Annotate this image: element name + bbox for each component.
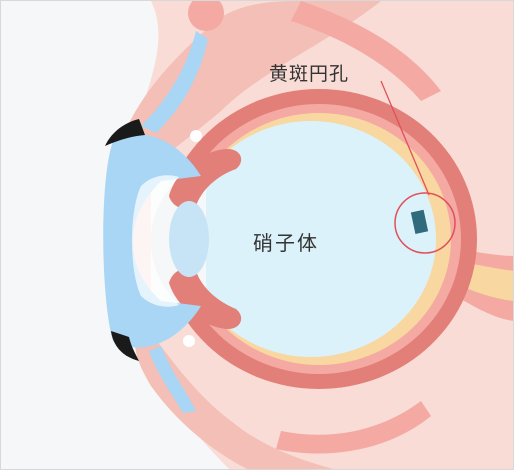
lens [169,201,209,277]
superior-muscle [291,1,441,101]
cornea [103,134,201,348]
lacrimal-gland [188,1,224,31]
upper-eyelash [105,119,145,146]
iris-upper [169,148,242,209]
macular-hole-label: 黄斑円孔 [269,63,350,85]
macular-hole-callout [394,192,456,254]
upper-conjunctiva [141,31,208,133]
lower-conjunctiva [149,346,196,413]
iris-lower [169,268,242,330]
vitreous-body [186,121,436,357]
macular-hole-leader-line [380,80,430,196]
gland-dot-upper [190,130,202,142]
inferior-muscle [276,401,431,454]
vitreous-body-label: 硝子体 [253,231,319,255]
anterior-chamber [132,175,179,307]
gland-dot-lower [183,335,195,347]
upper-eyelid [121,1,381,166]
lower-eyelash [111,331,139,361]
macular-hole-marker-icon [410,209,429,235]
